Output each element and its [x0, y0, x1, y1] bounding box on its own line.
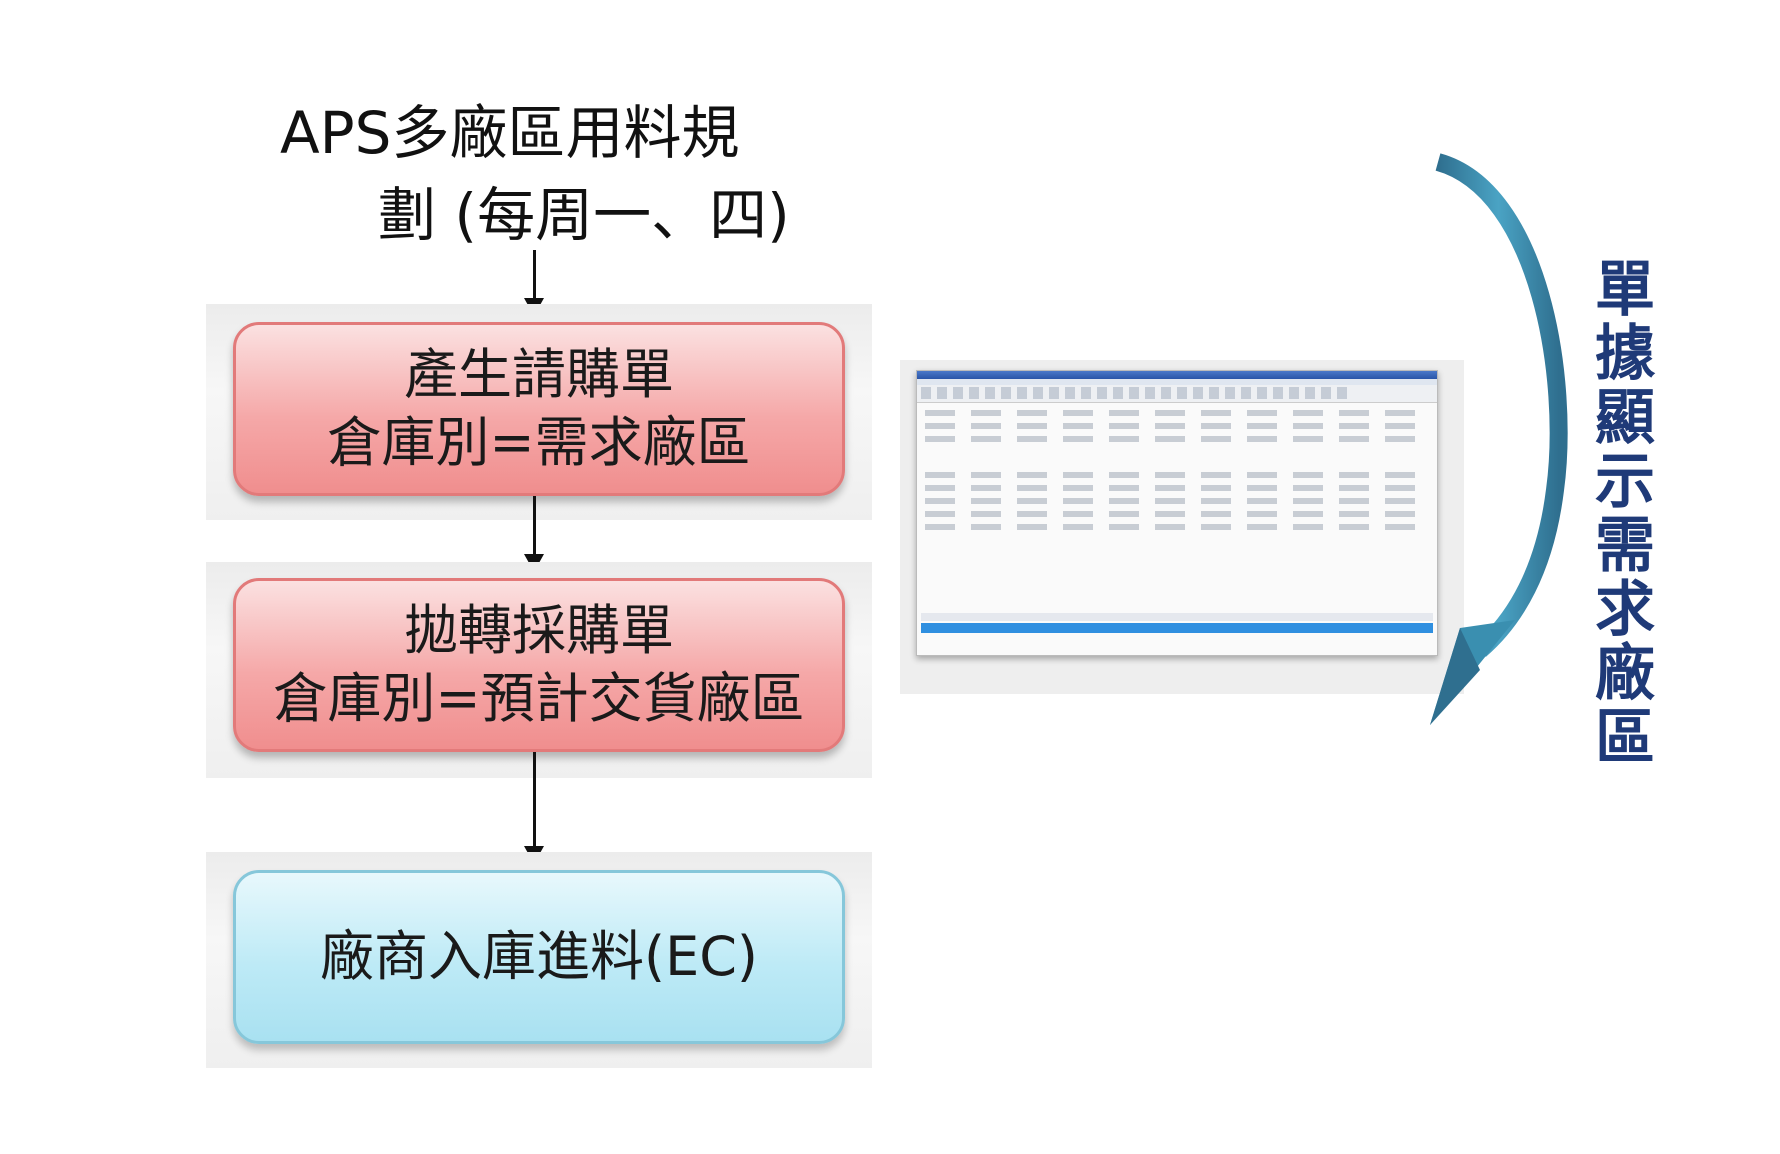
step-line1: 廠商入庫進料(EC) — [320, 925, 758, 988]
step-line2: 倉庫別=預計交貨廠區 — [273, 667, 805, 730]
step-vendor-receipt: 廠商入庫進料(EC) — [233, 870, 845, 1044]
connector-line — [533, 752, 536, 848]
flow-title-line1: APS多廠區用料規 — [280, 99, 740, 167]
flow-title-line2: 劃 (每周一、四) — [378, 181, 790, 249]
flow-title: APS多廠區用料規 劃 (每周一、四) — [280, 92, 800, 256]
step-transfer-purchase-order: 拋轉採購單 倉庫別=預計交貨廠區 — [233, 578, 845, 752]
connector-line — [533, 496, 536, 556]
step-line2: 倉庫別=需求廠區 — [327, 411, 751, 474]
curved-arrow-icon — [1430, 153, 1568, 725]
step-line1: 產生請購單 — [404, 343, 674, 406]
step-line1: 拋轉採購單 — [404, 599, 674, 662]
connector-line — [533, 250, 536, 300]
step-create-requisition: 產生請購單 倉庫別=需求廠區 — [233, 322, 845, 496]
side-label: 單 據 顯 示 需 求 廠 區 — [1595, 255, 1655, 773]
erp-form-screenshot — [916, 370, 1438, 656]
